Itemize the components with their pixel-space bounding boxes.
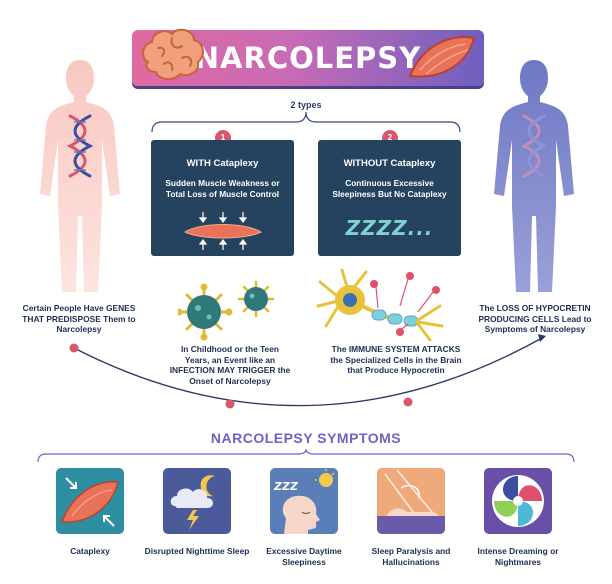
symptom-tile-cataplexy bbox=[56, 468, 124, 534]
types-bracket bbox=[151, 111, 461, 133]
brain-icon bbox=[142, 28, 204, 80]
symptoms-title: NARCOLEPSY SYMPTOMS bbox=[210, 430, 402, 446]
hypocretin-caption: The LOSS OF HYPOCRETIN PRODUCING CELLS L… bbox=[478, 303, 592, 335]
page-title: NARCOLEPSY bbox=[194, 41, 422, 75]
virus-icon bbox=[178, 280, 275, 341]
type-box-with-cataplexy: WITH Cataplexy Sudden Muscle Weakness or… bbox=[151, 140, 294, 256]
symptom-tile-disrupted-sleep bbox=[163, 468, 231, 534]
symptom-label: Intense Dreaming or Nightmares bbox=[477, 546, 559, 567]
symptom-label: Cataplexy bbox=[70, 546, 110, 556]
sleepy-head-icon: ZZZ bbox=[273, 469, 335, 534]
type-description: Continuous Excessive Sleepiness But No C… bbox=[332, 178, 447, 199]
symptom-tile-daytime-sleepiness: ZZZ bbox=[270, 468, 338, 534]
weak-muscle-icon bbox=[183, 212, 263, 250]
infection-caption: In Childhood or the Teen Years, an Event… bbox=[169, 344, 291, 386]
neuron-immune-icon bbox=[316, 268, 444, 342]
muscle-icon bbox=[408, 36, 476, 78]
symptom-label: Excessive Daytime Sleepiness bbox=[266, 546, 342, 567]
genes-caption: Certain People Have GENES THAT PREDISPOS… bbox=[22, 303, 136, 335]
person-hypocretin-figure bbox=[494, 60, 574, 292]
symptom-tile-sleep-paralysis bbox=[377, 468, 445, 534]
swirl-icon bbox=[492, 475, 544, 527]
storm-moon-icon bbox=[170, 475, 215, 530]
sleep-text: ZZZZ... bbox=[345, 216, 434, 240]
type-heading: WITH Cataplexy bbox=[186, 158, 259, 169]
timeline-arc bbox=[69, 334, 546, 409]
type-heading: WITHOUT Cataplexy bbox=[343, 158, 436, 169]
types-label: 2 types bbox=[290, 100, 322, 110]
muscle-icon bbox=[60, 477, 119, 527]
symptom-label: Disrupted Nighttime Sleep bbox=[144, 546, 250, 556]
symptom-tile-intense-dreaming bbox=[484, 468, 552, 534]
type-description: Sudden Muscle Weakness or Total Loss of … bbox=[165, 178, 280, 199]
immune-caption: The IMMUNE SYSTEM ATTACKS the Specialize… bbox=[330, 344, 462, 376]
symptoms-bracket bbox=[37, 448, 575, 463]
type-box-without-cataplexy: WITHOUT Cataplexy Continuous Excessive S… bbox=[318, 140, 461, 256]
person-genes-figure bbox=[40, 60, 120, 292]
symptom-label: Sleep Paralysis and Hallucinations bbox=[371, 546, 451, 567]
paralysis-icon bbox=[377, 468, 445, 534]
svg-text:ZZZ: ZZZ bbox=[273, 480, 299, 493]
